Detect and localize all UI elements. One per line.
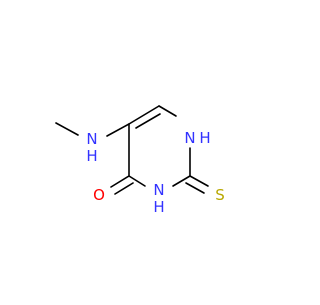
bond-c2-n3 xyxy=(172,175,191,187)
atom-n-methylamino-h: H xyxy=(86,147,97,165)
atom-n3: N xyxy=(153,181,164,199)
atom-n3-h: H xyxy=(153,198,164,216)
molecule-structure: H N N H N H O S xyxy=(55,105,225,216)
bond-c6-n1 xyxy=(158,105,177,117)
bond-c5-c6 xyxy=(128,105,160,125)
bond-n-c5 xyxy=(106,123,130,137)
atom-labels: H N N H N H O S xyxy=(86,129,224,216)
bonds xyxy=(55,105,209,195)
bond-methyl-n xyxy=(55,122,79,136)
atom-o: O xyxy=(93,186,105,204)
bond-c5-c6-double xyxy=(135,113,161,129)
bond-c2-s-double xyxy=(185,182,205,194)
bond-c4-o xyxy=(110,175,130,188)
bond-c2-s xyxy=(189,175,209,187)
atom-n-methylamino: N xyxy=(86,130,97,148)
bond-c4-o-double xyxy=(114,182,134,195)
atom-n1-h: H xyxy=(199,129,210,147)
molecule-canvas: H N N H N H O S xyxy=(55,105,225,216)
atom-s: S xyxy=(215,186,225,204)
bond-n3-c4 xyxy=(128,175,146,187)
atom-n1: N xyxy=(184,129,195,147)
